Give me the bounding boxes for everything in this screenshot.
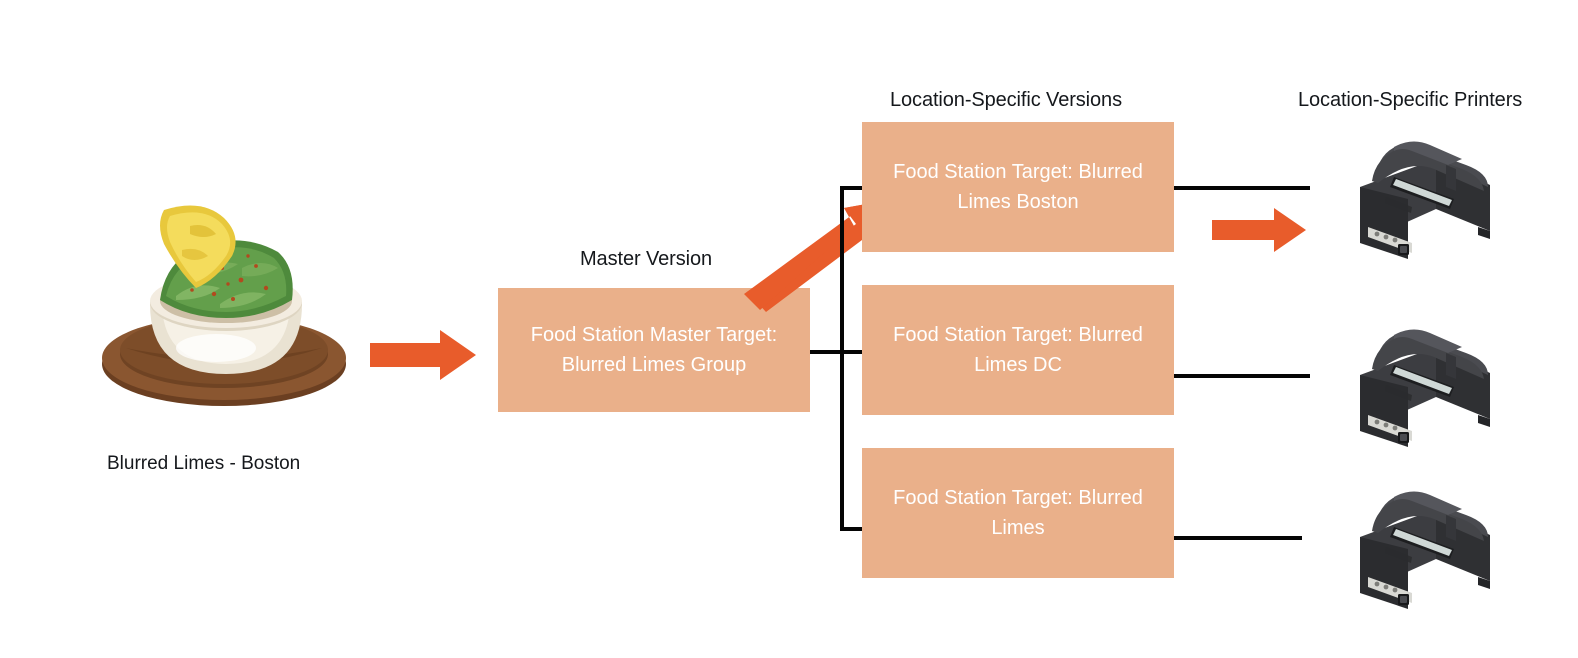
connector-master-to-trunk xyxy=(810,350,844,354)
location-box-dc: Food Station Target: Blurred Limes DC xyxy=(862,285,1174,415)
connector-branch-dc xyxy=(840,350,866,354)
location-versions-heading: Location-Specific Versions xyxy=(890,89,1122,111)
connector-trunk-vertical xyxy=(840,188,844,531)
source-caption: Blurred Limes - Boston xyxy=(107,453,301,474)
master-target-box: Food Station Master Target: Blurred Lime… xyxy=(498,288,810,412)
location-box-generic-line2: Limes xyxy=(991,517,1045,539)
location-box-boston: Food Station Target: Blurred Limes Bosto… xyxy=(862,122,1174,252)
arrow-boston-to-printer xyxy=(1212,208,1306,252)
location-printers-heading: Location-Specific Printers xyxy=(1298,89,1523,111)
location-box-dc-line1: Food Station Target: Blurred xyxy=(893,324,1143,346)
guacamole-dish-icon xyxy=(96,196,356,412)
location-box-dc-line2: Limes DC xyxy=(974,354,1062,376)
connector-dc-to-printer xyxy=(1174,374,1310,378)
connector-boston-to-printer xyxy=(1174,186,1310,190)
master-version-heading: Master Version xyxy=(580,248,712,270)
location-box-boston-line1: Food Station Target: Blurred xyxy=(893,161,1143,183)
connector-branch-generic xyxy=(840,527,866,531)
printer-icon-generic xyxy=(1350,485,1500,610)
location-box-boston-line2: Limes Boston xyxy=(957,191,1079,213)
location-box-generic-line1: Food Station Target: Blurred xyxy=(893,487,1143,509)
printer-icon-boston xyxy=(1350,135,1500,260)
connector-branch-boston xyxy=(840,186,866,190)
printer-icon-dc xyxy=(1350,323,1500,448)
arrow-master-to-boston xyxy=(744,196,902,312)
master-target-line2: Blurred Limes Group xyxy=(561,354,747,376)
arrow-dish-to-master xyxy=(370,330,476,380)
master-target-line1: Food Station Master Target: xyxy=(530,324,778,346)
connector-generic-to-printer xyxy=(1174,536,1302,540)
location-box-generic: Food Station Target: Blurred Limes xyxy=(862,448,1174,578)
